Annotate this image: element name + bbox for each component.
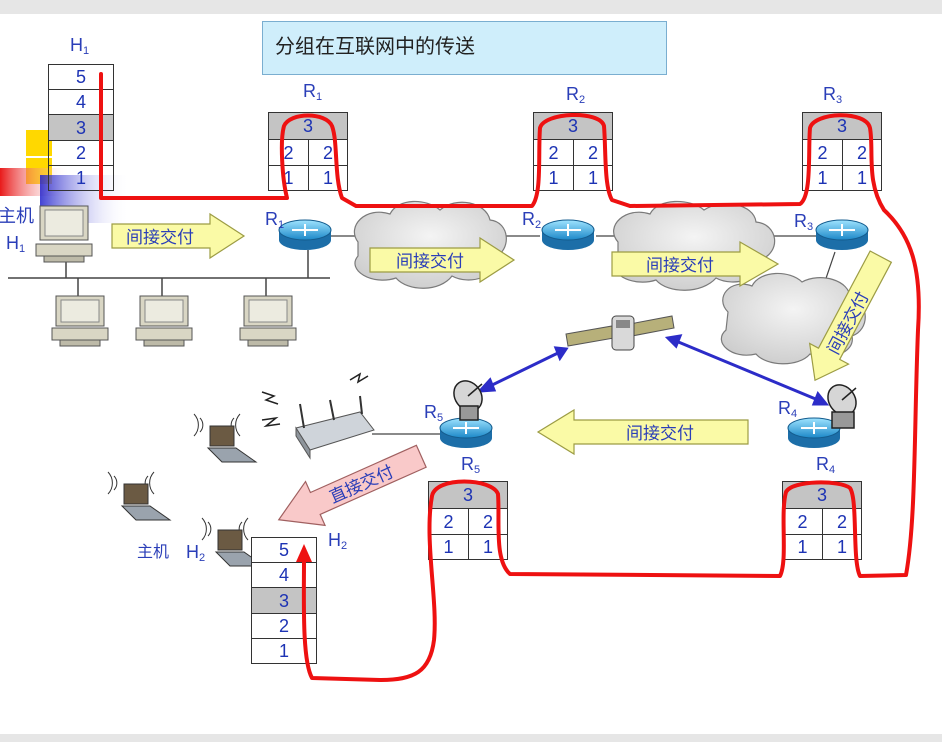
computer-icon bbox=[135, 295, 193, 347]
r3-layer-2b: 2 bbox=[842, 139, 882, 166]
computer-icon bbox=[35, 205, 93, 263]
satellite-icon bbox=[565, 315, 675, 351]
indirect-arrow-5: 间接交付 bbox=[536, 408, 749, 456]
indirect-arrow-2: 间接交付 bbox=[369, 236, 516, 284]
indirect-label: 间接交付 bbox=[126, 228, 194, 248]
h1-top-label: H1 bbox=[70, 35, 90, 57]
indirect-label: 间接交付 bbox=[646, 256, 714, 276]
h1-layer-1: 1 bbox=[48, 165, 114, 191]
router-icon bbox=[815, 219, 869, 250]
indirect-label: 间接交付 bbox=[626, 424, 694, 444]
r1-top-label: R1 bbox=[303, 81, 323, 103]
router-icon bbox=[439, 417, 493, 448]
h1-label: H1 bbox=[6, 233, 26, 255]
laptop-icon bbox=[193, 413, 258, 463]
laptop-icon bbox=[201, 517, 266, 567]
page-title: 分组在互联网中的传送 bbox=[275, 34, 475, 58]
router-icon bbox=[278, 219, 332, 250]
r1-layer-1b: 1 bbox=[308, 165, 348, 191]
bottom-bar bbox=[0, 734, 942, 742]
r2-net-label: R2 bbox=[522, 209, 542, 231]
r5-net-label: R5 bbox=[424, 402, 444, 424]
r3-net-label: R3 bbox=[794, 211, 814, 233]
router-icon bbox=[787, 417, 841, 448]
indirect-label: 间接交付 bbox=[396, 252, 464, 272]
laptop-icon bbox=[107, 471, 172, 521]
title-box: 分组在互联网中的传送 bbox=[262, 21, 667, 75]
r5-layer-2b: 2 bbox=[468, 508, 508, 535]
r5-bottom-label: R5 bbox=[461, 454, 481, 476]
r1-layer-2a: 2 bbox=[268, 139, 309, 166]
r4-bottom-label: R4 bbox=[816, 454, 836, 476]
packet-path-arrowhead bbox=[296, 544, 312, 562]
router-icon bbox=[541, 219, 595, 250]
r2-top-label: R2 bbox=[566, 84, 586, 106]
wireless-ap-icon bbox=[261, 372, 375, 460]
r3-top-label: R3 bbox=[823, 84, 843, 106]
satellite-dish-icon bbox=[453, 380, 483, 421]
r5-layer-1a: 1 bbox=[428, 534, 469, 560]
top-bar bbox=[0, 0, 942, 14]
r5-layer-2a: 2 bbox=[428, 508, 469, 535]
r4-net-label: R4 bbox=[778, 398, 798, 420]
h2-layer-2: 2 bbox=[251, 613, 317, 639]
indirect-arrow-1: 间接交付 bbox=[111, 212, 246, 260]
satellite-dish-icon bbox=[827, 384, 857, 429]
computer-icon bbox=[239, 295, 297, 347]
h2-prefix: 主机 bbox=[137, 542, 170, 561]
r1-layer-2b: 2 bbox=[308, 139, 348, 166]
r1-net-label: R1 bbox=[265, 209, 285, 231]
indirect-arrow-3: 间接交付 bbox=[611, 240, 780, 288]
h2-label: H2 bbox=[186, 542, 206, 564]
packet-path-line bbox=[99, 72, 921, 682]
h1-prefix: 主机 bbox=[0, 206, 34, 227]
h2-side-label: H2 bbox=[328, 530, 348, 552]
satellite-links bbox=[476, 334, 830, 406]
r1-layer-1a: 1 bbox=[268, 165, 309, 191]
h2-layer-4: 4 bbox=[251, 562, 317, 588]
h2-layer-3: 3 bbox=[251, 587, 317, 614]
computer-icon bbox=[51, 295, 109, 347]
